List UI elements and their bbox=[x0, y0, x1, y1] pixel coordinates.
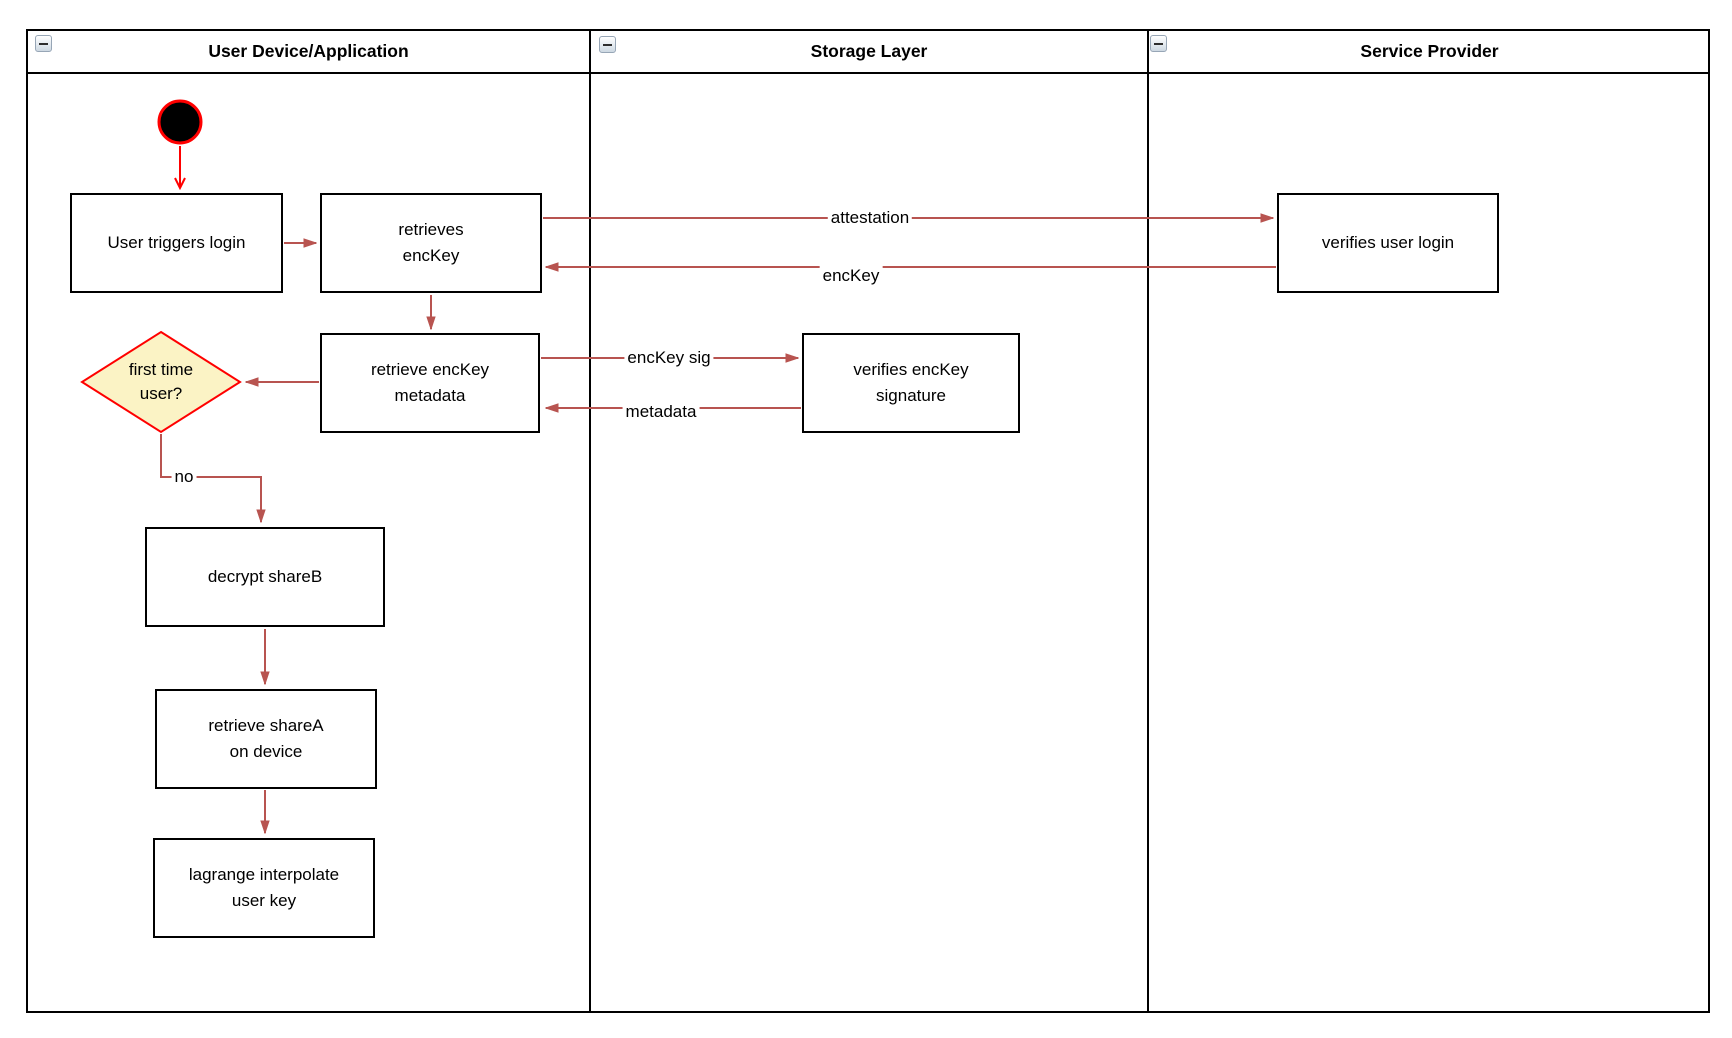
node-text: user key bbox=[231, 891, 297, 910]
lane-divider-1 bbox=[589, 31, 591, 1011]
node-text: retrieve shareA bbox=[208, 716, 324, 735]
collapse-lane-1-button[interactable] bbox=[35, 35, 52, 52]
node-text: on device bbox=[229, 742, 303, 761]
edge-label-metadata: metadata bbox=[622, 402, 700, 422]
activity-decrypt-shareb[interactable]: decrypt shareB bbox=[145, 527, 385, 627]
collapse-lane-2-button[interactable] bbox=[599, 36, 616, 53]
edge-label-enckey-sig: encKey sig bbox=[624, 348, 714, 368]
edge-label-enckey: encKey bbox=[819, 266, 883, 286]
collapse-lane-3-button[interactable] bbox=[1150, 35, 1167, 52]
node-text: encKey bbox=[402, 246, 460, 265]
activity-user-triggers-login[interactable]: User triggers login bbox=[70, 193, 283, 293]
activity-verifies-user-login[interactable]: verifies user login bbox=[1277, 193, 1499, 293]
node-text: lagrange interpolate bbox=[188, 865, 340, 884]
activity-retrieves-enckey[interactable]: retrieves encKey bbox=[320, 193, 542, 293]
node-text: verifies encKey bbox=[853, 360, 969, 379]
minus-icon bbox=[39, 42, 48, 45]
lane-title-service-provider: Service Provider bbox=[1149, 31, 1710, 72]
lane-title-text: Service Provider bbox=[1360, 41, 1499, 61]
activity-retrieve-sharea[interactable]: retrieve shareA on device bbox=[155, 689, 377, 789]
decision-label: first time user? bbox=[101, 352, 221, 412]
minus-icon bbox=[1154, 42, 1163, 45]
decision-first-time-user[interactable] bbox=[80, 330, 242, 434]
lane-title-storage-layer: Storage Layer bbox=[591, 31, 1147, 72]
node-text: signature bbox=[876, 386, 946, 405]
initial-node[interactable] bbox=[157, 99, 203, 145]
node-text: first time bbox=[128, 360, 194, 379]
lane-title-text: User Device/Application bbox=[208, 41, 409, 61]
edge-label-no: no bbox=[171, 467, 197, 487]
node-text: verifies user login bbox=[1321, 233, 1455, 252]
lane-title-user-device: User Device/Application bbox=[28, 31, 589, 72]
activity-verifies-enckey-signature[interactable]: verifies encKey signature bbox=[802, 333, 1020, 433]
activity-retrieve-enckey-metadata[interactable]: retrieve encKey metadata bbox=[320, 333, 540, 433]
minus-icon bbox=[603, 43, 612, 46]
swimlane-pool bbox=[26, 29, 1710, 1013]
lane-title-text: Storage Layer bbox=[810, 41, 928, 61]
header-divider bbox=[28, 72, 1708, 74]
edge-no bbox=[160, 434, 261, 522]
node-text: decrypt shareB bbox=[207, 567, 323, 586]
node-text: retrieves bbox=[398, 220, 464, 239]
edge-label-attestation: attestation bbox=[827, 208, 913, 228]
node-text: User triggers login bbox=[107, 233, 246, 252]
node-text: metadata bbox=[394, 386, 466, 405]
node-text: user? bbox=[139, 384, 183, 403]
node-text: retrieve encKey bbox=[370, 360, 490, 379]
lane-divider-2 bbox=[1147, 31, 1149, 1011]
activity-lagrange-interpolate[interactable]: lagrange interpolate user key bbox=[153, 838, 375, 938]
